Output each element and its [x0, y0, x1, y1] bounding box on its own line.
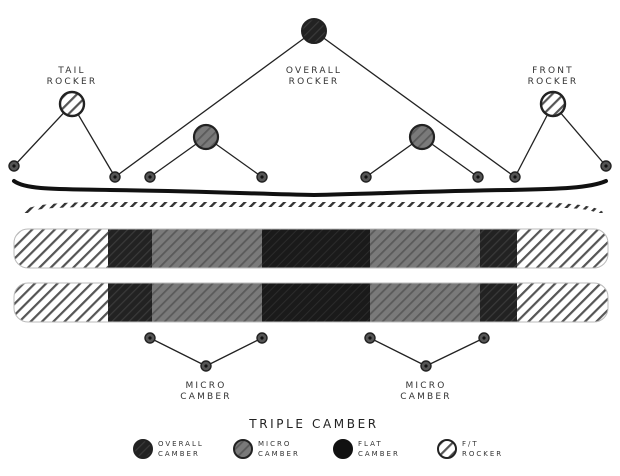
micro-camber-left-node-icon — [192, 123, 220, 151]
ski1-micro-camber-zone — [152, 229, 262, 268]
micro-camber-right-label-line1: MICRO — [405, 381, 446, 391]
tail-rocker-label-line2: ROCKER — [47, 77, 98, 87]
diagram-title: TRIPLE CAMBER — [248, 417, 378, 431]
flat-camber-swatch-icon — [333, 439, 353, 459]
micro-camber-right-label-line2: CAMBER — [400, 392, 452, 402]
endpoint-dot-icon — [360, 171, 372, 183]
ski2-flat-camber-zone — [262, 283, 370, 322]
ski1-micro-camber-zone — [370, 229, 480, 268]
legend-label-line2: ROCKER — [462, 450, 503, 458]
endpoint-dot-icon — [200, 360, 212, 372]
legend-label-line1: F/T — [462, 440, 479, 448]
front-rocker-node-icon — [539, 90, 567, 118]
ft-rocker-swatch-icon — [437, 439, 457, 459]
ski2-overall-camber-zone — [108, 283, 152, 322]
legend-label-line1: MICRO — [258, 440, 291, 448]
endpoint-dot-icon — [364, 332, 376, 344]
ski1-flat-camber-zone — [262, 229, 370, 268]
ski1-overall-camber-zone — [480, 229, 517, 268]
tail-rocker-node-icon — [58, 90, 86, 118]
endpoint-dot-icon — [509, 171, 521, 183]
tail-rocker-label-line1: TAIL — [57, 66, 85, 76]
endpoint-dot-icon — [256, 332, 268, 344]
legend-label-line1: OVERALL — [158, 440, 204, 448]
micro-camber-left-label-line2: CAMBER — [180, 392, 232, 402]
legend-label-line1: FLAT — [358, 440, 383, 448]
ski2-micro-camber-zone — [370, 283, 480, 322]
bottom-endpoint-dots — [144, 332, 490, 372]
ski2-overall-camber-zone — [480, 283, 517, 322]
endpoint-dot-icon — [109, 171, 121, 183]
micro-camber-swatch-icon — [233, 439, 253, 459]
top-connector-lines — [13, 30, 607, 178]
ski2-outline — [13, 282, 609, 323]
ski1-outline — [13, 228, 609, 269]
endpoint-dot-icon — [600, 160, 612, 172]
ski2-micro-camber-zone — [152, 283, 262, 322]
ski-top-view-1 — [14, 229, 608, 268]
overall-rocker-label-line1: OVERALL — [286, 66, 342, 76]
ski2-tail-rocker-zone — [14, 283, 108, 322]
legend-item-micro-camber: MICRO CAMBER — [233, 439, 300, 459]
micro-camber-right-node-icon — [408, 123, 436, 151]
legend-label-line2: CAMBER — [158, 450, 200, 458]
front-rocker-label-line1: FRONT — [532, 66, 574, 76]
micro-camber-left-label-line1: MICRO — [185, 381, 226, 391]
ski2-front-rocker-zone — [517, 283, 608, 322]
top-endpoint-dots — [8, 160, 612, 183]
front-rocker-label-line2: ROCKER — [528, 77, 579, 87]
bottom-connector-lines — [149, 337, 485, 367]
legend-item-flat-camber: FLAT CAMBER — [333, 439, 400, 459]
legend-item-overall-camber: OVERALL CAMBER — [133, 439, 204, 459]
endpoint-dot-icon — [472, 171, 484, 183]
ski1-overall-camber-zone — [108, 229, 152, 268]
ski1-front-rocker-zone — [517, 229, 608, 268]
ski-base-profile-shadow — [22, 202, 604, 213]
ski-profile-line — [12, 179, 608, 198]
legend-label-line2: CAMBER — [258, 450, 300, 458]
ski-top-view-2 — [14, 283, 608, 322]
overall-camber-swatch-icon — [133, 439, 153, 459]
legend-label-line2: CAMBER — [358, 450, 400, 458]
overall-rocker-label-line2: ROCKER — [289, 77, 340, 87]
endpoint-dot-icon — [144, 171, 156, 183]
endpoint-dot-icon — [478, 332, 490, 344]
ski1-tail-rocker-zone — [14, 229, 108, 268]
overall-rocker-node-icon — [301, 18, 327, 44]
endpoint-dot-icon — [8, 160, 20, 172]
endpoint-dot-icon — [256, 171, 268, 183]
endpoint-dot-icon — [420, 360, 432, 372]
legend: OVERALL CAMBER MICRO CAMBER FLAT CAMBER … — [133, 439, 503, 459]
endpoint-dot-icon — [144, 332, 156, 344]
legend-item-ft-rocker: F/T ROCKER — [437, 439, 503, 459]
